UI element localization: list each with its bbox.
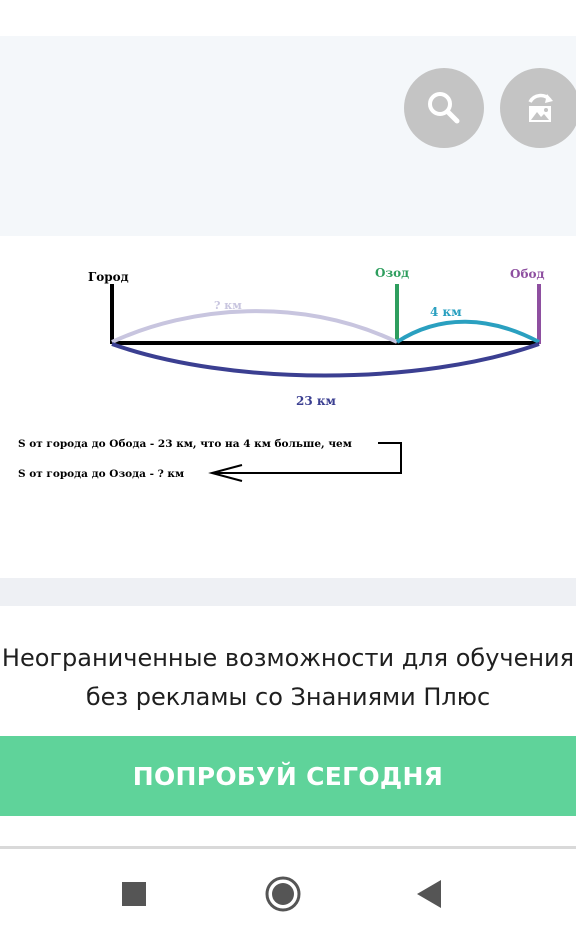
answer-image[interactable]: Город Озод Обод ? км 4 км 23 км S от гор… bbox=[0, 236, 576, 578]
twenty-three-km-label: 23 км bbox=[296, 394, 337, 408]
image-bottom-strip bbox=[0, 578, 576, 606]
obod-label: Обод bbox=[510, 267, 544, 281]
rotate-image-icon bbox=[528, 93, 553, 122]
rotate-image-button[interactable] bbox=[500, 68, 576, 148]
four-km-arc bbox=[395, 319, 540, 344]
triangle-back-icon bbox=[417, 880, 441, 908]
promo-line-2: без рекламы со Знаниями Плюс bbox=[85, 683, 491, 711]
promo-banner: Неограниченные возможности для обучения … bbox=[0, 606, 576, 736]
image-toolbar-area bbox=[0, 36, 576, 236]
system-nav-bar bbox=[0, 846, 576, 942]
recents-button[interactable] bbox=[111, 871, 157, 917]
promo-line-1: Неограниченные возможности для обучения bbox=[1, 644, 575, 672]
top-bar bbox=[0, 0, 576, 36]
city-label: Город bbox=[88, 270, 129, 284]
unknown-distance-arc bbox=[111, 309, 398, 344]
search-icon bbox=[428, 92, 460, 124]
try-today-button[interactable]: ПОПРОБУЙ СЕГОДНЯ bbox=[0, 736, 576, 816]
distance-diagram: Город Озод Обод ? км 4 км 23 км S от гор… bbox=[18, 266, 544, 482]
connector-arrow bbox=[212, 442, 402, 474]
square-icon bbox=[122, 882, 146, 906]
total-distance-arc bbox=[111, 342, 540, 378]
unknown-km-label: ? км bbox=[214, 299, 242, 312]
arrow-head bbox=[208, 464, 243, 482]
statement-line-2: S от города до Озода - ? км bbox=[18, 468, 184, 480]
ozod-label: Озод bbox=[375, 266, 409, 280]
statement-line-1: S от города до Обода - 23 км, что на 4 к… bbox=[18, 438, 352, 450]
four-km-label: 4 км bbox=[430, 305, 462, 319]
back-button[interactable] bbox=[407, 871, 453, 917]
home-button[interactable] bbox=[260, 871, 306, 917]
circle-icon bbox=[265, 876, 301, 912]
search-button[interactable] bbox=[404, 68, 484, 148]
below-cta-space bbox=[0, 816, 576, 846]
